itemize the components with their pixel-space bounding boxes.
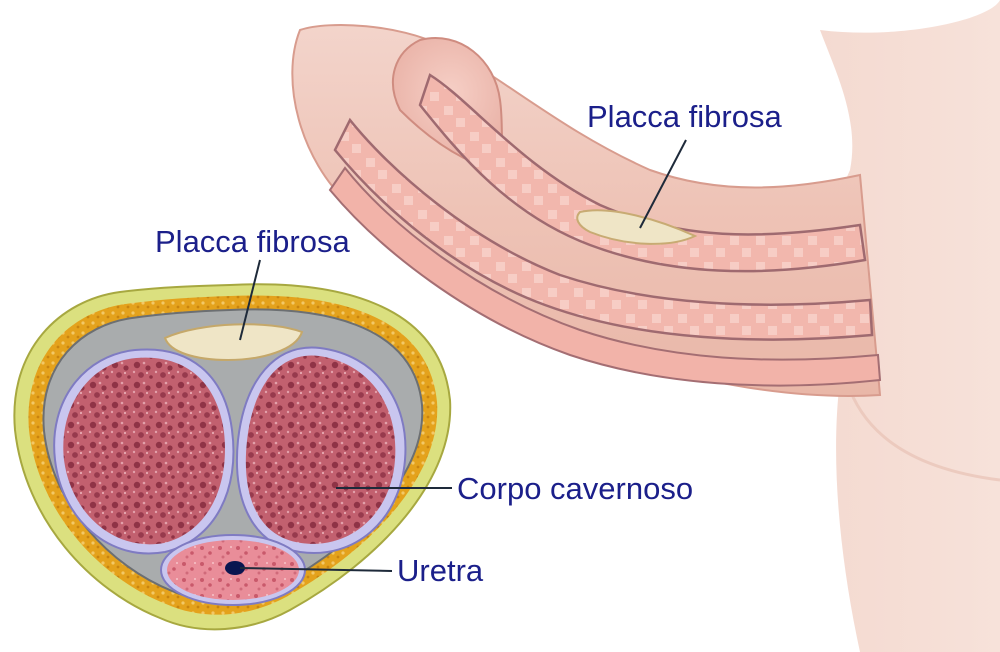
side-view [291,0,1000,652]
label-urethra: Uretra [397,553,484,588]
cross-section [13,283,452,631]
side-corpus-lower [333,117,874,341]
side-urethra [328,166,882,387]
leader-urethra [239,567,393,572]
label-plaque-side: Placca fibrosa [587,99,782,134]
label-corpus: Corpo cavernoso [457,471,694,506]
leader-plaque-side [639,139,687,229]
leader-lines [239,139,687,572]
leader-plaque-cross [239,259,261,341]
cs-urethral-lumen [225,561,245,575]
cs-plaque [163,323,304,362]
label-plaque-cross: Placca fibrosa [155,224,350,259]
side-plaque [576,209,698,245]
